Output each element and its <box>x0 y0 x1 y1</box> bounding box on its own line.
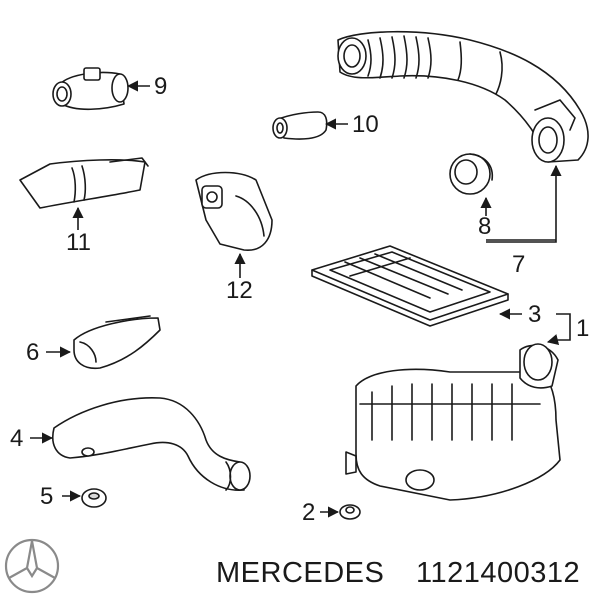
callout-4: 4 <box>10 425 23 452</box>
callout-12: 12 <box>226 277 253 304</box>
callout-7: 7 <box>512 251 525 278</box>
callout-9: 9 <box>154 73 167 100</box>
curved-intake-hose-part <box>52 397 251 491</box>
callout-1: 1 <box>576 315 589 342</box>
mercedes-star-icon <box>4 538 60 594</box>
leader-lines <box>30 80 571 518</box>
callout-2: 2 <box>302 499 315 526</box>
air-filter-element-part <box>311 245 509 327</box>
resonator-housing-part <box>195 171 273 251</box>
callout-8: 8 <box>478 213 491 240</box>
small-duct-part <box>73 315 161 370</box>
grommet-part <box>81 488 107 508</box>
callout-6: 6 <box>26 339 39 366</box>
intake-snorkel-part <box>19 157 149 209</box>
plug-part <box>339 504 361 520</box>
callout-3: 3 <box>528 301 541 328</box>
intake-duct-part <box>337 30 589 163</box>
elbow-hose-part <box>272 111 328 140</box>
footer-brand: MERCEDES <box>216 557 384 589</box>
callout-10: 10 <box>352 111 379 138</box>
seal-ring-part <box>449 153 494 195</box>
callout-11: 11 <box>66 229 91 256</box>
air-mass-meter-part <box>52 67 129 111</box>
air-filter-housing-part <box>345 343 561 501</box>
callout-5: 5 <box>40 483 53 510</box>
footer-part-number: 1121400312 <box>416 557 580 589</box>
